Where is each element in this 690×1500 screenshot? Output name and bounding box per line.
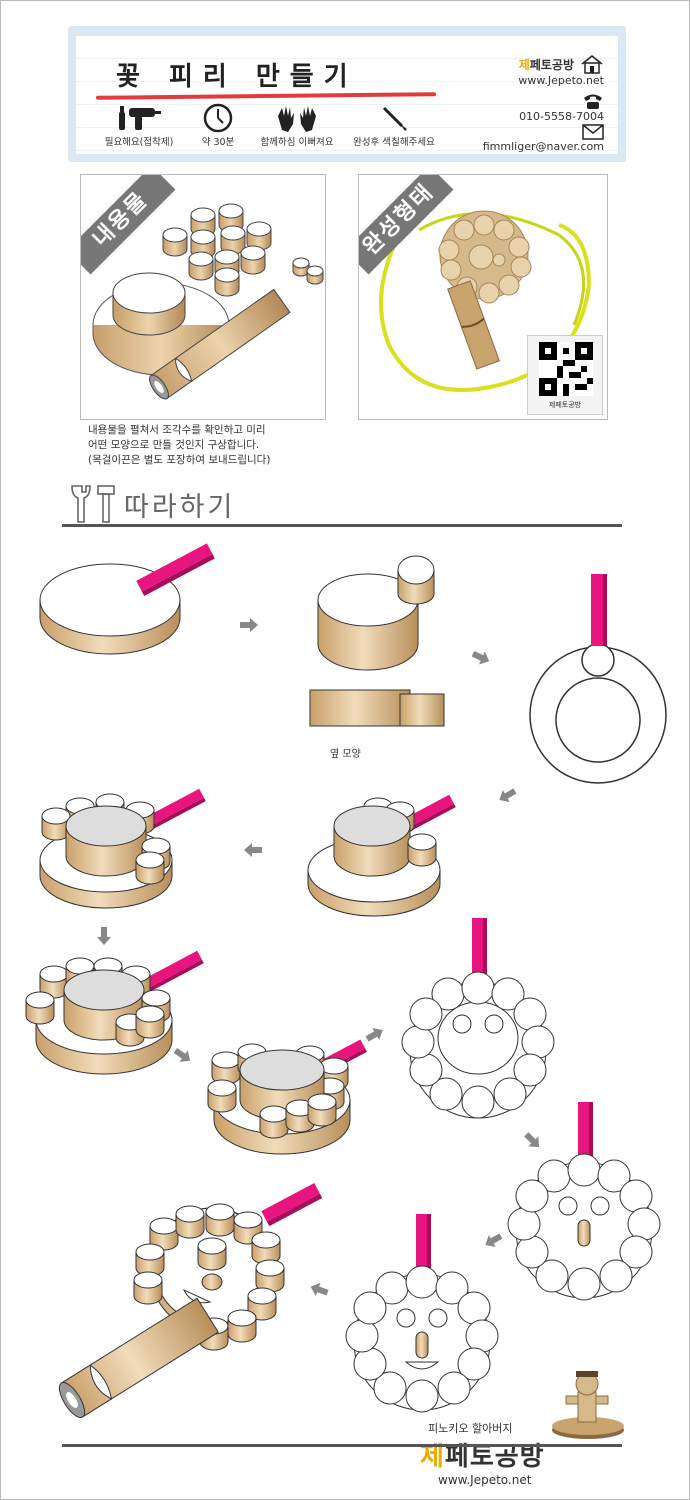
tool-label: 함께하심 이뻐져요 [260, 137, 334, 148]
brand-url: www.Jepeto.net [518, 74, 604, 87]
clock-icon [188, 102, 248, 134]
house-icon [581, 55, 603, 74]
small-pieces [162, 203, 324, 297]
contents-photo: 내용물 [80, 174, 326, 420]
arrow-icon [363, 1023, 387, 1046]
header-brand: 제페토공방 www.Jepeto.net [518, 54, 604, 87]
tool-glue: 필요해요(접착제) [94, 102, 184, 148]
arrow-icon [495, 784, 519, 807]
arrow-icon [97, 927, 111, 945]
pinocchio-figure-icon [552, 1371, 624, 1439]
arrow-icon [171, 1044, 195, 1067]
arrow-icon [244, 843, 262, 857]
tool-label: 완성후 색칠해주세요 [353, 137, 435, 148]
arrow-icon [481, 1229, 505, 1252]
follow-section-header: 따라하기 [68, 480, 235, 524]
brush-icon [344, 102, 444, 134]
contents-description: 내용물을 펼쳐서 조각수를 확인하고 미리 어떤 모양으로 만들 것인지 구상합… [88, 423, 270, 468]
qr-box: 제페토공방 [527, 335, 603, 415]
header-email: fimmliger@naver.com [483, 124, 604, 153]
qr-label: 제페토공방 [548, 401, 582, 409]
contents-illustration [92, 203, 324, 400]
tool-together: 함께하심 이뻐져요 [252, 102, 342, 148]
footer-tagline: 피노키오 할아버지 [428, 1422, 513, 1435]
step-7 [207, 1039, 367, 1155]
step-6 [25, 950, 204, 1075]
section-divider [62, 524, 622, 527]
step-10 [345, 1214, 499, 1413]
glue-gun-icon [94, 102, 184, 134]
step-9 [507, 1102, 661, 1301]
step-8 [401, 918, 555, 1119]
arrow-icon [308, 1280, 330, 1300]
tool-label: 필요해요(접착제) [104, 137, 174, 148]
step-2 [309, 555, 445, 727]
assembly-steps [25, 543, 667, 1418]
title-underline [95, 92, 437, 100]
arrow-icon [240, 618, 258, 632]
tool-paint: 완성후 색칠해주세요 [344, 102, 444, 148]
complete-photo: 완성형태 제페토공방 [358, 174, 608, 420]
tool-time: 약 30분 [188, 102, 248, 148]
whistle-tube [149, 288, 291, 400]
complete-illustration [379, 210, 592, 392]
header-phone: 010-5558-7004 [519, 92, 604, 123]
arrow-icon [469, 647, 493, 668]
arrow-icon [521, 1129, 545, 1153]
step-1 [39, 543, 215, 655]
hands-icon [252, 102, 342, 134]
brand-name: 제페토공방 [518, 57, 574, 72]
footer-brand: 피노키오 할아버지 제페토공방 www.Jepeto.net [420, 1420, 545, 1487]
desc-line: 내용물을 펼쳐서 조각수를 확인하고 미리 [88, 424, 266, 436]
footer-name: 제페토공방 [420, 1442, 545, 1472]
header-card: 꽃 피리 만들기 필요해요(접착제) 약 30분 함께하심 이뻐져요 완성후 색… [68, 26, 626, 162]
side-view-label: 옆 모양 [330, 749, 361, 760]
desc-line: 어떤 모양으로 만들 것인지 구상합니다. [88, 439, 260, 451]
tool-label: 약 30분 [201, 137, 235, 148]
email-link[interactable]: fimmliger@naver.com [482, 140, 604, 153]
step-11 [58, 1183, 323, 1418]
section-title: 따라하기 [124, 492, 236, 523]
desc-line: (목걸이끈은 별도 포장하여 보내드립니다) [88, 454, 271, 466]
tools-icon [71, 485, 115, 523]
footer-divider [62, 1444, 622, 1447]
footer-url[interactable]: www.Jepeto.net [438, 1473, 532, 1487]
mail-icon [582, 124, 604, 140]
step-4 [307, 794, 456, 917]
step-3 [529, 574, 667, 784]
phone-number: 010-5558-7004 [519, 110, 604, 123]
phone-icon [584, 94, 602, 109]
header-paper: 꽃 피리 만들기 필요해요(접착제) 약 30분 함께하심 이뻐져요 완성후 색… [76, 36, 618, 154]
qr-code-icon [539, 342, 593, 396]
step-5 [39, 788, 206, 909]
page-title: 꽃 피리 만들기 [116, 62, 358, 92]
